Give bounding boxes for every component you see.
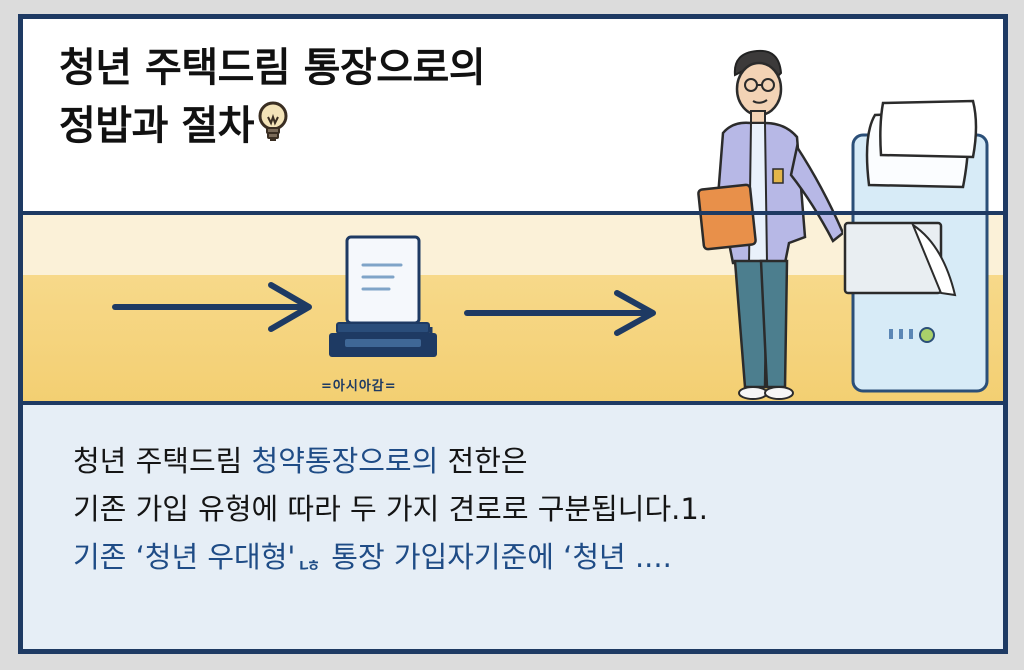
arrow-right-icon [464, 290, 656, 336]
title-line-2-text: 정밥과 절차 [59, 103, 254, 149]
title-area: 청년 주택드림 통장으로의 정밥과 절차 [23, 19, 1003, 215]
body-line-1-part-1: 청년 주택드림 [73, 444, 252, 478]
description-area: 청년 주택드림 청약통장으로의 전한은 기존 가입 유형에 따라 두 가지 견로… [23, 405, 1003, 649]
page-title: 청년 주택드림 통장으로의 정밥과 절차 [59, 39, 486, 155]
card-frame: 청년 주택드림 통장으로의 정밥과 절차 =아시아감= [18, 14, 1008, 654]
body-line-1-part-3: 전한은 [438, 444, 528, 478]
device-caption: =아시아감= [321, 379, 397, 394]
body-line-2: 기존 가입 유형에 따라 두 가지 견로로 구분됩니다.1. [73, 492, 709, 526]
person-illustration [697, 49, 843, 400]
kiosk-machine-illustration [843, 99, 989, 393]
document-scanner-icon [329, 235, 437, 357]
divider-bottom [23, 401, 1003, 405]
title-line-2: 정밥과 절차 [59, 97, 485, 155]
lightbulb-icon [258, 101, 288, 141]
body-line-3: 기존 ‘청년 우대형'ᆭ 통장 가입자기준에 ‘청년 .... [73, 540, 672, 574]
body-line-1-highlight: 청약통장으로의 [251, 444, 439, 478]
title-line-1: 청년 주택드림 통장으로의 [59, 45, 486, 91]
body-line-1: 청년 주택드림 청약통장으로의 전한은 [73, 439, 528, 483]
divider-top [23, 211, 1003, 215]
arrow-right-icon [112, 282, 312, 332]
